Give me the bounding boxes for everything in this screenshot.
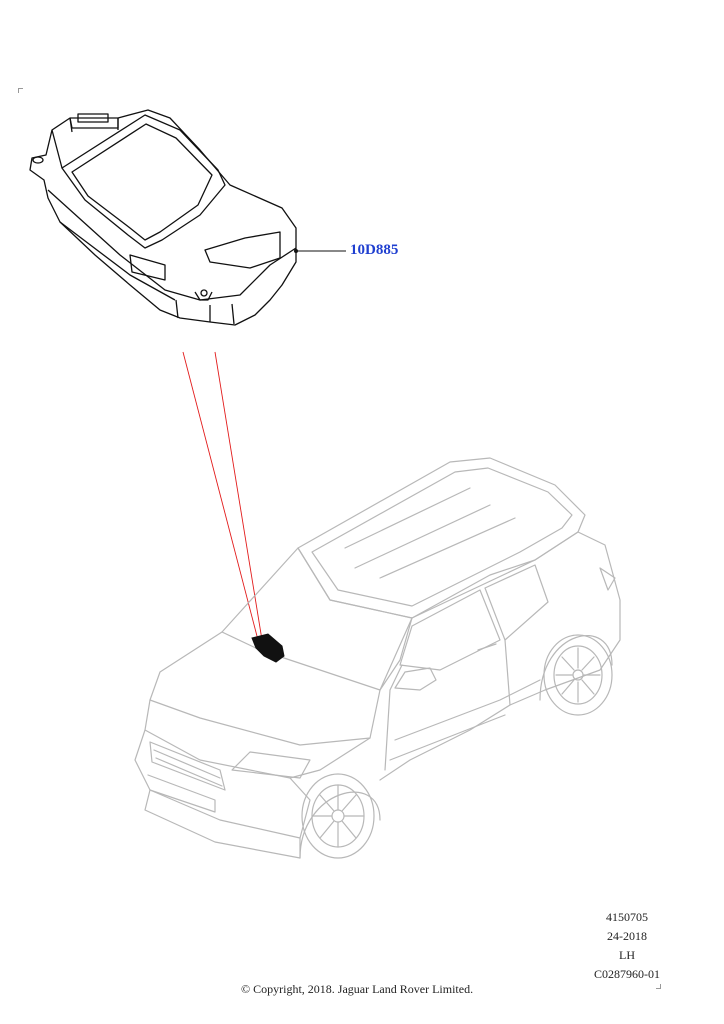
metadata-code: 4150705: [606, 910, 648, 924]
module-location-marker: [251, 633, 285, 663]
copyright-notice: © Copyright, 2018. Jaguar Land Rover Lim…: [241, 982, 474, 996]
location-leader-lines: [182, 351, 263, 641]
drawing-metadata: 4150705 24-2018 LH C0287960-01: [594, 908, 660, 984]
corner-mark: [18, 88, 23, 93]
corner-mark: [656, 984, 661, 989]
module-illustration[interactable]: [29, 109, 297, 326]
vehicle-illustration: [134, 457, 621, 859]
metadata-date: 24-2018: [607, 929, 647, 943]
metadata-drawing-number: C0287960-01: [594, 967, 660, 981]
callout-dot: [294, 249, 298, 253]
callout-part-number[interactable]: 10D885: [350, 242, 399, 258]
metadata-side: LH: [619, 948, 635, 962]
